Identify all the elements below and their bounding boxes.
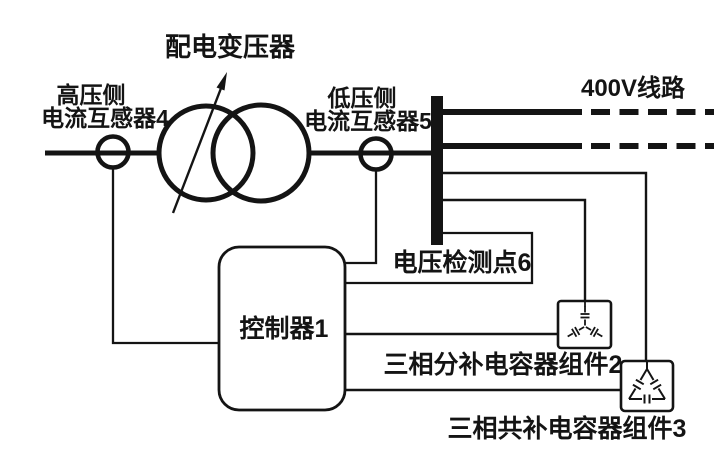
feeder-400v-label: 400V线路 <box>581 74 686 102</box>
controller-label: 控制器1 <box>240 315 329 343</box>
delta-capacitor-bank-label: 三相共补电容器组件3 <box>448 414 687 443</box>
busbar-to-wye-bank-wire <box>443 198 587 302</box>
controller-outline <box>217 245 347 412</box>
voltage-detection-wire <box>345 231 534 285</box>
busbar-to-delta-bank-wire <box>443 171 648 361</box>
wye-capacitor-bank-box <box>556 299 613 350</box>
hv-current-transformer-symbol <box>95 134 131 170</box>
delta-bank-outline <box>619 359 675 413</box>
lv-ct-label-line2: 电流互感器5 <box>304 108 432 134</box>
transformer-primary-winding <box>156 103 256 203</box>
transformer-secondary-winding <box>210 102 312 204</box>
wye-capacitor-bank-label: 三相分补电容器组件2 <box>384 350 623 379</box>
lv-current-transformer-symbol <box>358 136 394 172</box>
controller-box: 控制器1 <box>217 245 347 412</box>
transformer-arrow-shaft <box>171 82 225 214</box>
transformer-label: 配电变压器 <box>165 32 296 62</box>
distribution-transformer-symbol <box>156 72 312 214</box>
wye-capacitor-icon <box>567 302 603 338</box>
transformer-arrow-head <box>216 72 227 91</box>
lv-ct-label-line1: 低压侧 <box>327 85 397 111</box>
delta-capacitor-bank-box <box>619 359 675 413</box>
lv-ct-signal-wire <box>345 168 378 265</box>
hv-ct-label-line1: 高压侧 <box>57 82 126 108</box>
feeder-400v-lines <box>443 109 714 149</box>
delta-capacitor-icon <box>628 362 666 404</box>
hv-ct-signal-wire <box>111 166 219 345</box>
wye-bank-outline <box>556 299 613 350</box>
hv-ct-label-line2: 电流互感器4 <box>41 105 169 131</box>
voltage-detection-label: 电压检测点6 <box>393 248 532 277</box>
transformer-secondary-winding-fill <box>213 105 309 201</box>
lv-busbar <box>431 96 443 245</box>
